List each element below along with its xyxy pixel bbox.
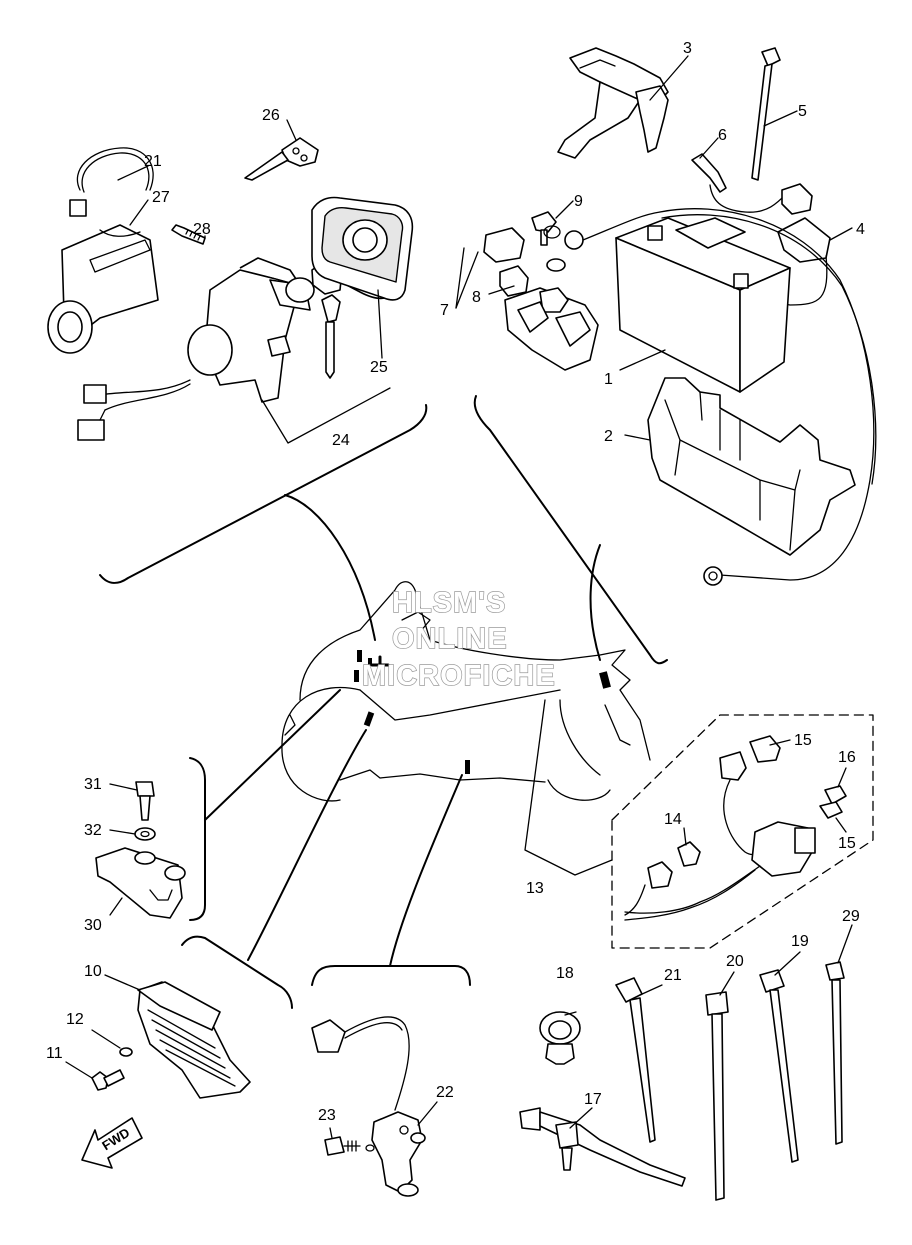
- callout-23: 23: [318, 1107, 336, 1124]
- callout-24: 24: [332, 432, 350, 449]
- callout-9: 9: [574, 193, 583, 210]
- callout-12: 12: [66, 1011, 84, 1028]
- cable-tie-5: [751, 47, 781, 181]
- sensor-22: [311, 1016, 426, 1197]
- callout-17: 17: [584, 1091, 602, 1108]
- cable-ties: [615, 961, 845, 1201]
- clamp-18: [539, 1011, 581, 1065]
- callout-4: 4: [856, 221, 865, 238]
- connector-marker: [599, 671, 611, 689]
- callout-28: 28: [193, 221, 211, 238]
- battery-box-2: [647, 377, 856, 556]
- connector-marker: [465, 760, 470, 774]
- bracket-3: [557, 47, 669, 159]
- callout-21b: 21: [664, 967, 682, 984]
- callout-2: 2: [604, 428, 613, 445]
- battery-cable: [659, 208, 877, 586]
- callout-18: 18: [556, 965, 574, 982]
- callout-8: 8: [472, 289, 481, 306]
- callout-32: 32: [84, 822, 102, 839]
- group-brackets: [99, 395, 668, 1009]
- scooter-outline: [281, 581, 651, 802]
- callout-labels: 1 2 3 4 5 6 7 8 9 10 11 12 13 14 15 15 1…: [46, 40, 865, 1124]
- connector-marker: [363, 711, 375, 727]
- callout-14: 14: [664, 811, 682, 828]
- callout-15a: 15: [794, 732, 812, 749]
- callout-22: 22: [436, 1084, 454, 1101]
- terminal-6: [691, 153, 727, 193]
- callout-25: 25: [370, 359, 388, 376]
- wiring-subassembly: [624, 735, 847, 921]
- callout-29: 29: [842, 908, 860, 925]
- callout-13: 13: [526, 880, 544, 897]
- connector-marker: [357, 650, 362, 662]
- watermark-line3: MICROFICHE: [362, 660, 556, 692]
- callout-31: 31: [84, 776, 102, 793]
- callout-15b: 15: [838, 835, 856, 852]
- connector-marker: [354, 670, 359, 682]
- ignition-bezel-25: [311, 196, 414, 301]
- callout-10: 10: [84, 963, 102, 980]
- sensor-group-30: [95, 781, 186, 919]
- callout-16: 16: [838, 749, 856, 766]
- callout-21a: 21: [144, 153, 162, 170]
- dashed-subassembly-box: [611, 714, 874, 949]
- callout-20: 20: [726, 953, 744, 970]
- callout-leaders: [65, 55, 853, 1139]
- positive-terminal-icon: [370, 655, 390, 675]
- connector-marker: [368, 658, 372, 666]
- watermark-line1: HLSM'S: [392, 587, 506, 619]
- callout-27: 27: [152, 189, 170, 206]
- callout-19: 19: [791, 933, 809, 950]
- cable-tie-17: [519, 1107, 686, 1187]
- callout-30: 30: [84, 917, 102, 934]
- battery-1: [615, 217, 791, 393]
- callout-11: 11: [46, 1045, 63, 1062]
- horn-assembly: [47, 147, 159, 354]
- regulator-10: [91, 981, 251, 1099]
- callout-1: 1: [604, 371, 613, 388]
- callout-3: 3: [683, 40, 692, 57]
- callout-6: 6: [718, 127, 727, 144]
- forward-direction-arrow: FWD: [81, 1117, 143, 1169]
- callout-7: 7: [440, 302, 449, 319]
- watermark: HLSM'S ONLINE MICROFICHE: [361, 586, 556, 692]
- callout-5: 5: [798, 103, 807, 120]
- watermark-line2: ONLINE: [392, 623, 508, 655]
- callout-26: 26: [262, 107, 280, 124]
